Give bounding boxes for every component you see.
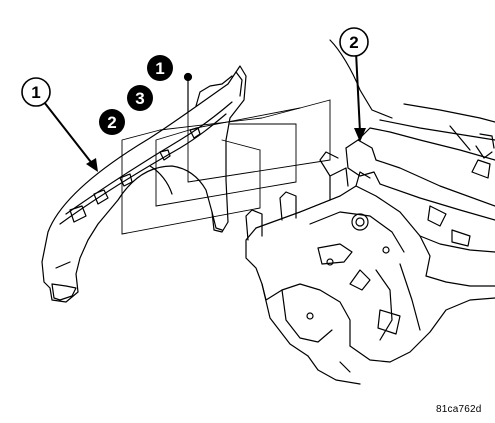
push-pin-fastener	[183, 72, 193, 113]
callout-solid-1: 1	[147, 55, 173, 81]
leader-lines	[43, 51, 361, 167]
callout-outline-1: 1	[21, 77, 51, 107]
callout-label: 1	[31, 83, 40, 102]
callout-solid-2: 2	[99, 109, 125, 135]
callout-label: 1	[155, 59, 164, 78]
callout-solid-3: 3	[127, 85, 153, 111]
arrowheads	[86, 128, 366, 172]
fender-liner-part	[41, 65, 247, 303]
callout-label: 2	[107, 113, 116, 132]
callout-outline-2: 2	[339, 27, 369, 57]
figure-id: 81ca762d	[436, 404, 482, 415]
body-apron-part	[245, 39, 495, 385]
callout-label: 3	[135, 89, 144, 108]
alignment-guides	[121, 99, 331, 235]
callout-label: 2	[349, 33, 358, 52]
